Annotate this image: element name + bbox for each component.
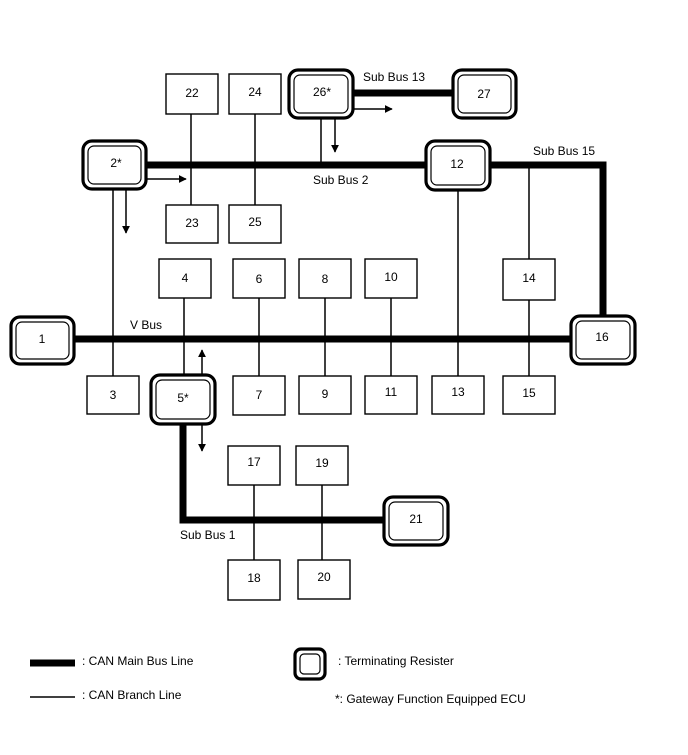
ecu-node-17: 17 (227, 445, 281, 486)
ecu-node-19: 19 (295, 445, 349, 486)
legend-main-line-label: : CAN Main Bus Line (82, 654, 194, 668)
ecu-node-1: 1 (9, 315, 76, 366)
svg-text:5*: 5* (177, 391, 189, 405)
svg-text:16: 16 (595, 330, 609, 344)
svg-text:8: 8 (322, 272, 329, 286)
sub-bus-13-label: Sub Bus 13 (363, 70, 425, 84)
svg-text:7: 7 (256, 388, 263, 402)
branch-lines (112, 114, 530, 560)
svg-text:3: 3 (110, 388, 117, 402)
sub-bus-15-line (489, 161, 607, 318)
ecu-node-21: 21 (382, 495, 450, 547)
ecu-node-14: 14 (502, 258, 556, 301)
sub-bus-1-label: Sub Bus 1 (180, 528, 236, 542)
ecu-node-3: 3 (86, 375, 140, 415)
ecu-node-24: 24 (228, 73, 282, 115)
ecu-boxes: 22 24 23 25 4 6 8 10 14 3 7 9 11 13 15 1… (86, 73, 556, 601)
ecu-node-20: 20 (297, 559, 351, 600)
svg-text:4: 4 (182, 271, 189, 285)
svg-text:1: 1 (39, 332, 46, 346)
svg-text:11: 11 (385, 385, 398, 399)
ecu-node-6: 6 (232, 258, 286, 299)
terminating-ecus: 1 2* 26* 27 12 16 5* 21 (9, 68, 637, 547)
ecu-node-15: 15 (502, 375, 556, 415)
legend: : CAN Main Bus Line : CAN Branch Line : … (30, 647, 526, 706)
ecu-node-22: 22 (165, 73, 219, 115)
ecu-node-23: 23 (165, 204, 219, 244)
svg-text:25: 25 (248, 215, 262, 229)
sub-bus-1-line (179, 424, 387, 524)
svg-text:20: 20 (317, 570, 331, 584)
v-bus-label: V Bus (130, 318, 162, 332)
svg-text:17: 17 (247, 455, 261, 469)
svg-text:27: 27 (477, 87, 491, 101)
svg-text:9: 9 (322, 387, 329, 401)
svg-text:19: 19 (315, 456, 329, 470)
svg-text:23: 23 (185, 216, 199, 230)
ecu-node-13: 13 (431, 375, 485, 415)
svg-text:21: 21 (409, 512, 423, 526)
legend-gateway-label: *: Gateway Function Equipped ECU (335, 692, 526, 706)
ecu-node-16: 16 (569, 314, 637, 366)
svg-text:22: 22 (185, 86, 199, 100)
ecu-node-26: 26* (287, 68, 355, 120)
bus-labels: V Bus Sub Bus 2 Sub Bus 13 Sub Bus 15 Su… (130, 70, 595, 542)
sub-bus-2-label: Sub Bus 2 (313, 173, 369, 187)
ecu-node-5: 5* (149, 373, 217, 426)
legend-terminating-icon (293, 647, 327, 681)
svg-text:26*: 26* (313, 85, 331, 99)
svg-text:13: 13 (451, 385, 465, 399)
svg-text:2*: 2* (110, 156, 122, 170)
ecu-node-27: 27 (451, 68, 518, 120)
svg-text:6: 6 (256, 272, 263, 286)
ecu-node-11: 11 (364, 375, 418, 415)
ecu-node-12: 12 (424, 139, 492, 192)
legend-branch-line-label: : CAN Branch Line (82, 688, 182, 702)
svg-text:18: 18 (247, 571, 261, 585)
ecu-node-8: 8 (298, 258, 352, 299)
ecu-node-25: 25 (228, 204, 282, 244)
ecu-node-9: 9 (298, 375, 352, 415)
ecu-node-7: 7 (232, 375, 286, 416)
ecu-node-18: 18 (227, 559, 281, 601)
legend-terminating-label: : Terminating Resister (338, 654, 454, 668)
svg-text:15: 15 (522, 386, 536, 400)
ecu-node-2: 2* (81, 139, 148, 191)
sub-bus-15-label: Sub Bus 15 (533, 144, 595, 158)
ecu-node-10: 10 (364, 258, 418, 299)
svg-text:10: 10 (384, 270, 398, 284)
svg-text:12: 12 (450, 157, 464, 171)
svg-text:14: 14 (522, 271, 536, 285)
ecu-node-4: 4 (158, 258, 212, 299)
svg-text:24: 24 (248, 85, 262, 99)
